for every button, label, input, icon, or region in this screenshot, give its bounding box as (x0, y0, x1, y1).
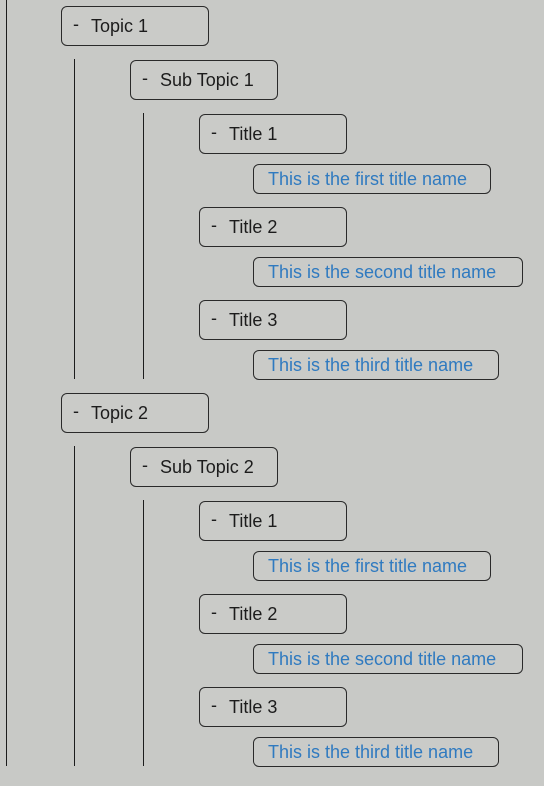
title-label: Title 2 (229, 217, 278, 237)
subtopic-label: Sub Topic 2 (160, 457, 254, 477)
title-description: This is the second title name (253, 257, 523, 287)
subtopic-node-1[interactable]: - Sub Topic 1 (130, 60, 278, 100)
subtopic-2-children-line (143, 500, 144, 766)
title-node-1-2[interactable]: - Title 2 (199, 207, 347, 247)
title-node-2-2[interactable]: - Title 2 (199, 594, 347, 634)
title-node-1-3[interactable]: - Title 3 (199, 300, 347, 340)
title-description: This is the second title name (253, 644, 523, 674)
title-label: Title 2 (229, 604, 278, 624)
topic-2-children-line (74, 446, 75, 766)
title-description: This is the third title name (253, 737, 499, 767)
title-description: This is the third title name (253, 350, 499, 380)
title-label: Title 1 (229, 511, 278, 531)
collapse-toggle-icon[interactable]: - (73, 14, 79, 34)
subtopic-node-2[interactable]: - Sub Topic 2 (130, 447, 278, 487)
title-node-2-1[interactable]: - Title 1 (199, 501, 347, 541)
subtopic-label: Sub Topic 1 (160, 70, 254, 90)
title-description: This is the first title name (253, 164, 491, 194)
title-node-2-3[interactable]: - Title 3 (199, 687, 347, 727)
collapse-toggle-icon[interactable]: - (211, 215, 217, 235)
collapse-toggle-icon[interactable]: - (211, 122, 217, 142)
topic-label: Topic 2 (91, 403, 149, 423)
collapse-toggle-icon[interactable]: - (142, 455, 148, 475)
tree-root-line (6, 0, 7, 766)
collapse-toggle-icon[interactable]: - (73, 401, 79, 421)
title-label: Title 3 (229, 310, 278, 330)
title-label: Title 1 (229, 124, 278, 144)
topic-node-2[interactable]: - Topic 2 (61, 393, 209, 433)
topic-1-children-line (74, 59, 75, 379)
collapse-toggle-icon[interactable]: - (211, 308, 217, 328)
subtopic-1-children-line (143, 113, 144, 379)
title-node-1-1[interactable]: - Title 1 (199, 114, 347, 154)
collapse-toggle-icon[interactable]: - (142, 68, 148, 88)
title-label: Title 3 (229, 697, 278, 717)
collapse-toggle-icon[interactable]: - (211, 509, 217, 529)
collapse-toggle-icon[interactable]: - (211, 695, 217, 715)
topic-label: Topic 1 (91, 16, 149, 36)
title-description: This is the first title name (253, 551, 491, 581)
topic-node-1[interactable]: - Topic 1 (61, 6, 209, 46)
collapse-toggle-icon[interactable]: - (211, 602, 217, 622)
